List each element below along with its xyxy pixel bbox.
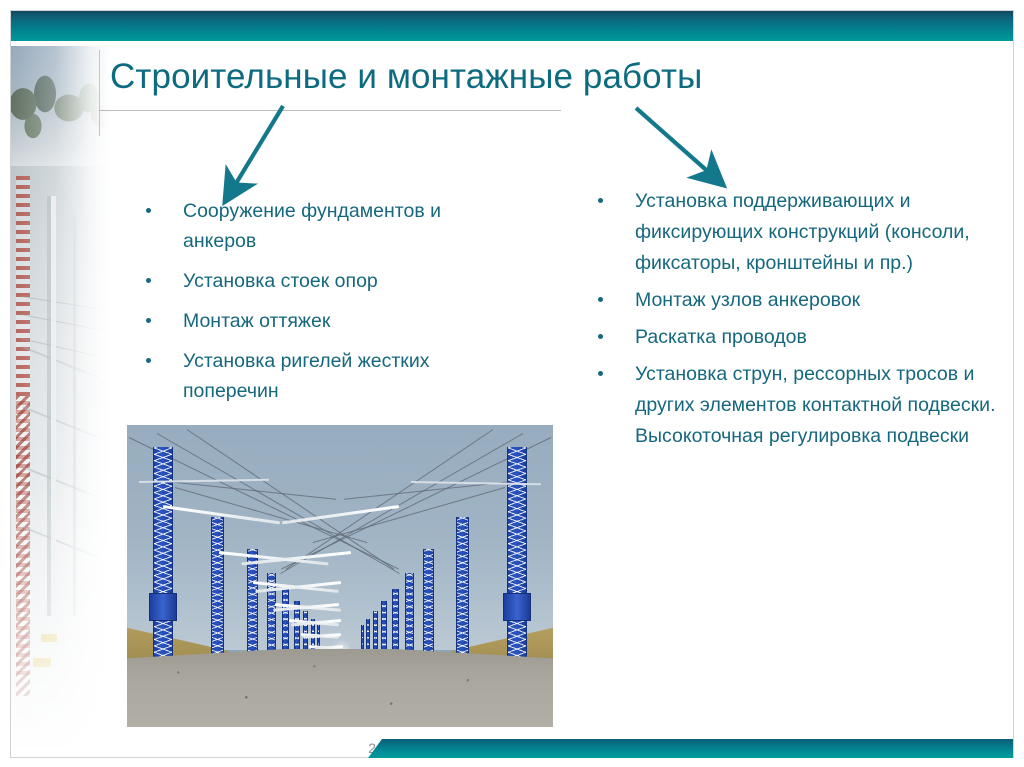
list-item: Установка поддерживающих и фиксирующих к… [580, 186, 1000, 279]
page-number: 2 [368, 740, 376, 756]
bottom-banner [368, 739, 1013, 758]
page-title: Строительные и монтажные работы [110, 57, 703, 96]
bullet-text: Установка поддерживающих и фиксирующих к… [635, 190, 970, 274]
list-item: Установка стоек опор [128, 266, 458, 296]
photo-ballast [127, 649, 553, 727]
header-horizontal-rule [99, 110, 561, 111]
bullet-text: Сооружение фундаментов и анкеров [183, 200, 441, 252]
photo-mast-left-4 [267, 573, 276, 689]
bullet-text: Монтаж узлов анкеровок [635, 289, 861, 311]
photo-equipment-box-left [149, 593, 177, 621]
bullet-dot-icon [598, 297, 603, 302]
arrow-to-right-column [634, 106, 728, 189]
bullet-dot-icon [146, 358, 151, 363]
bullet-dot-icon [598, 371, 603, 376]
photo-mast-left-6 [294, 601, 300, 689]
bullet-text: Раскатка проводов [635, 326, 807, 348]
photo-mast-left-5 [282, 589, 289, 689]
top-banner [11, 11, 1013, 41]
side-photo-strip [11, 46, 110, 755]
photo-mast-left-3 [247, 549, 258, 689]
bullet-dot-icon [598, 334, 603, 339]
arrow-to-left-column [222, 104, 285, 207]
main-photo [127, 425, 553, 727]
list-item: Установка ригелей жестких поперечин [128, 346, 458, 406]
list-item: Установка струн, рессорных тросов и друг… [580, 359, 1000, 452]
header-vertical-rule [99, 50, 100, 136]
photo-equipment-box-right [503, 593, 531, 621]
right-bullet-list: Установка поддерживающих и фиксирующих к… [580, 186, 1000, 452]
bullet-dot-icon [598, 198, 603, 203]
bullet-text: Установка стоек опор [183, 270, 378, 292]
list-item: Монтаж узлов анкеровок [580, 285, 1000, 316]
bullet-text: Монтаж оттяжек [183, 310, 331, 332]
bullet-text: Установка струн, рессорных тросов и друг… [635, 363, 996, 447]
list-item: Сооружение фундаментов и анкеров [128, 196, 458, 256]
photo-mast-left-2 [211, 517, 224, 689]
photo-mast-right-1 [507, 447, 527, 691]
arrow-right-shaft [634, 106, 728, 189]
arrow-left-shaft [222, 104, 285, 207]
photo-mast-right-5 [392, 589, 399, 689]
right-bullet-column: Установка поддерживающих и фиксирующих к… [580, 186, 1000, 458]
photo-mast-right-4 [405, 573, 414, 689]
left-bullet-column: Сооружение фундаментов и анкеров Установ… [128, 196, 458, 416]
list-item: Раскатка проводов [580, 322, 1000, 353]
list-item: Монтаж оттяжек [128, 306, 458, 336]
strip-fade-overlay [11, 46, 110, 755]
photo-mast-right-6 [381, 601, 387, 689]
bullet-dot-icon [146, 278, 151, 283]
photo-mast-right-3 [423, 549, 434, 689]
bullet-dot-icon [146, 208, 151, 213]
left-bullet-list: Сооружение фундаментов и анкеров Установ… [128, 196, 458, 406]
photo-mast-right-2 [456, 517, 469, 689]
bullet-text: Установка ригелей жестких поперечин [183, 350, 430, 402]
photo-mast-left-1 [153, 447, 173, 691]
bullet-dot-icon [146, 318, 151, 323]
